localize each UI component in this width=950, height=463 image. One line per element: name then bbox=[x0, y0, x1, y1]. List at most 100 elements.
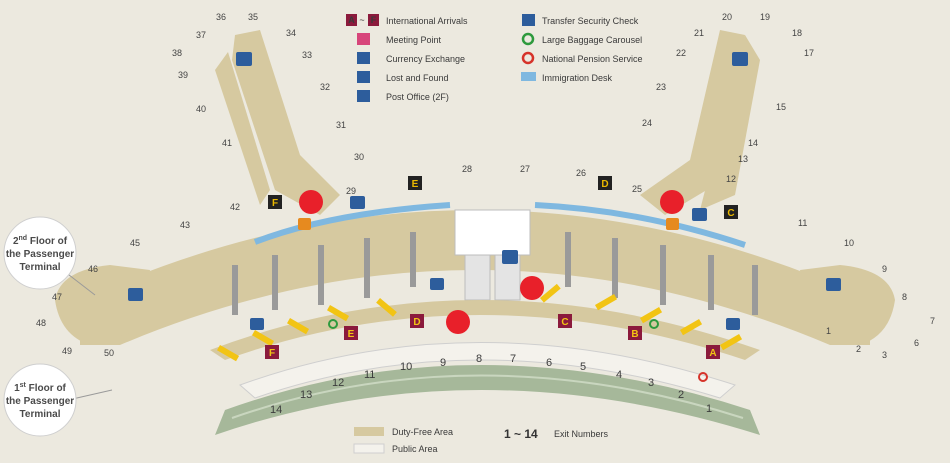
legend-duty-free: Duty-Free Area bbox=[392, 427, 453, 437]
meeting-point-icon bbox=[357, 33, 370, 45]
svg-text:45: 45 bbox=[130, 238, 140, 248]
svg-text:9: 9 bbox=[882, 264, 887, 274]
svg-text:12: 12 bbox=[332, 377, 344, 389]
arrival-a: A bbox=[709, 348, 716, 359]
svg-text:10: 10 bbox=[400, 361, 412, 373]
currency-exchange-icon bbox=[357, 52, 370, 64]
left-concourse bbox=[215, 30, 340, 215]
svg-text:4: 4 bbox=[616, 369, 622, 381]
svg-text:14: 14 bbox=[270, 404, 282, 416]
post-office-icon bbox=[502, 250, 518, 264]
central-building bbox=[454, 209, 531, 301]
concourse-e: E bbox=[412, 179, 419, 190]
currency-exchange-icon bbox=[430, 278, 444, 290]
legend-bottom: Duty-Free Area Public Area 1 ~ 14 Exit N… bbox=[353, 427, 609, 454]
concourse-labels: F E D C bbox=[268, 176, 738, 219]
connector-pillars bbox=[232, 232, 758, 315]
svg-text:23: 23 bbox=[656, 82, 666, 92]
svg-text:38: 38 bbox=[172, 48, 182, 58]
svg-text:A: A bbox=[348, 15, 355, 25]
svg-text:3: 3 bbox=[648, 377, 654, 389]
svg-text:50: 50 bbox=[104, 348, 114, 358]
svg-text:13: 13 bbox=[738, 154, 748, 164]
svg-text:the Passenger: the Passenger bbox=[6, 396, 74, 407]
question-icon bbox=[666, 218, 679, 230]
svg-text:1: 1 bbox=[706, 403, 712, 415]
svg-text:47: 47 bbox=[52, 292, 62, 302]
exit-belt bbox=[215, 365, 760, 435]
baggage-carousel-icon bbox=[649, 319, 659, 329]
a-f-icon bbox=[346, 14, 357, 26]
red-marker bbox=[520, 276, 544, 300]
red-marker bbox=[660, 190, 684, 214]
legend-baggage-carousel: Large Baggage Carousel bbox=[542, 35, 642, 45]
svg-text:20: 20 bbox=[722, 12, 732, 22]
svg-text:6: 6 bbox=[546, 357, 552, 369]
svg-text:19: 19 bbox=[760, 12, 770, 22]
svg-text:7: 7 bbox=[510, 353, 516, 365]
red-markers bbox=[299, 190, 684, 334]
svg-text:the Passenger: the Passenger bbox=[6, 249, 74, 260]
lost-and-found-icon bbox=[250, 318, 264, 330]
svg-text:10: 10 bbox=[844, 238, 854, 248]
svg-text:46: 46 bbox=[88, 264, 98, 274]
svg-text:11: 11 bbox=[364, 369, 375, 381]
svg-text:28: 28 bbox=[462, 164, 472, 174]
gate-numbers-left: 36 35 37 34 38 33 39 32 40 31 41 30 42 2… bbox=[36, 12, 364, 358]
transfer-security-icon bbox=[236, 52, 252, 66]
svg-text:42: 42 bbox=[230, 202, 240, 212]
svg-text:33: 33 bbox=[302, 50, 312, 60]
airside-main-arc bbox=[80, 210, 870, 345]
legend-lost-and-found: Lost and Found bbox=[386, 73, 449, 83]
svg-text:21: 21 bbox=[694, 28, 704, 38]
exit-numbers: 14 13 12 11 10 9 8 7 6 5 4 3 2 1 bbox=[270, 353, 712, 416]
svg-text:F: F bbox=[371, 15, 377, 25]
service-icons bbox=[128, 196, 841, 330]
svg-text:39: 39 bbox=[178, 70, 188, 80]
concourse-d: D bbox=[601, 179, 608, 190]
immigration-desk-icon bbox=[521, 72, 536, 81]
lost-and-found-icon bbox=[726, 318, 740, 330]
svg-text:6: 6 bbox=[914, 338, 919, 348]
svg-text:27: 27 bbox=[520, 164, 530, 174]
svg-text:~: ~ bbox=[359, 15, 364, 25]
legend-pension-service: National Pension Service bbox=[542, 54, 643, 64]
svg-text:29: 29 bbox=[346, 186, 356, 196]
svg-text:18: 18 bbox=[792, 28, 802, 38]
legend-international-arrivals: International Arrivals bbox=[386, 16, 468, 26]
left-wing-end bbox=[55, 265, 150, 345]
baggage-claim-area bbox=[210, 283, 760, 362]
transfer-security-icon bbox=[350, 196, 365, 209]
svg-text:7: 7 bbox=[930, 316, 935, 326]
arrival-c: C bbox=[561, 317, 568, 328]
svg-text:40: 40 bbox=[196, 104, 206, 114]
svg-text:9: 9 bbox=[440, 357, 446, 369]
legend-top: A ~ F International Arrivals Meeting Poi… bbox=[346, 14, 643, 102]
svg-text:41: 41 bbox=[222, 138, 232, 148]
first-floor-callout: 1st Floor of the Passenger Terminal bbox=[3, 363, 113, 437]
svg-text:15: 15 bbox=[776, 102, 786, 112]
legend-currency-exchange: Currency Exchange bbox=[386, 54, 465, 64]
second-floor-callout: 2nd Floor of the Passenger Terminal bbox=[3, 216, 96, 296]
first-floor-label-line1: 1st Floor of bbox=[14, 382, 66, 394]
svg-text:36: 36 bbox=[216, 12, 226, 22]
transfer-security-icon bbox=[692, 208, 707, 221]
transfer-security-icon bbox=[128, 288, 143, 301]
svg-text:8: 8 bbox=[902, 292, 907, 302]
svg-text:1: 1 bbox=[826, 326, 831, 336]
exit-range: 1 ~ 14 bbox=[504, 427, 538, 441]
svg-text:3: 3 bbox=[882, 350, 887, 360]
right-concourse bbox=[640, 30, 760, 215]
immigration-desk-right bbox=[534, 202, 746, 248]
svg-text:13: 13 bbox=[300, 389, 312, 401]
svg-text:2: 2 bbox=[856, 344, 861, 354]
svg-text:34: 34 bbox=[286, 28, 296, 38]
svg-text:8: 8 bbox=[476, 353, 482, 365]
svg-text:48: 48 bbox=[36, 318, 46, 328]
svg-text:49: 49 bbox=[62, 346, 72, 356]
svg-text:22: 22 bbox=[676, 48, 686, 58]
gate-numbers-center: 28 27 26 25 bbox=[462, 164, 642, 194]
gate-numbers-right: 20 19 21 18 22 17 23 15 24 14 13 12 11 1… bbox=[642, 12, 935, 360]
red-marker bbox=[446, 310, 470, 334]
